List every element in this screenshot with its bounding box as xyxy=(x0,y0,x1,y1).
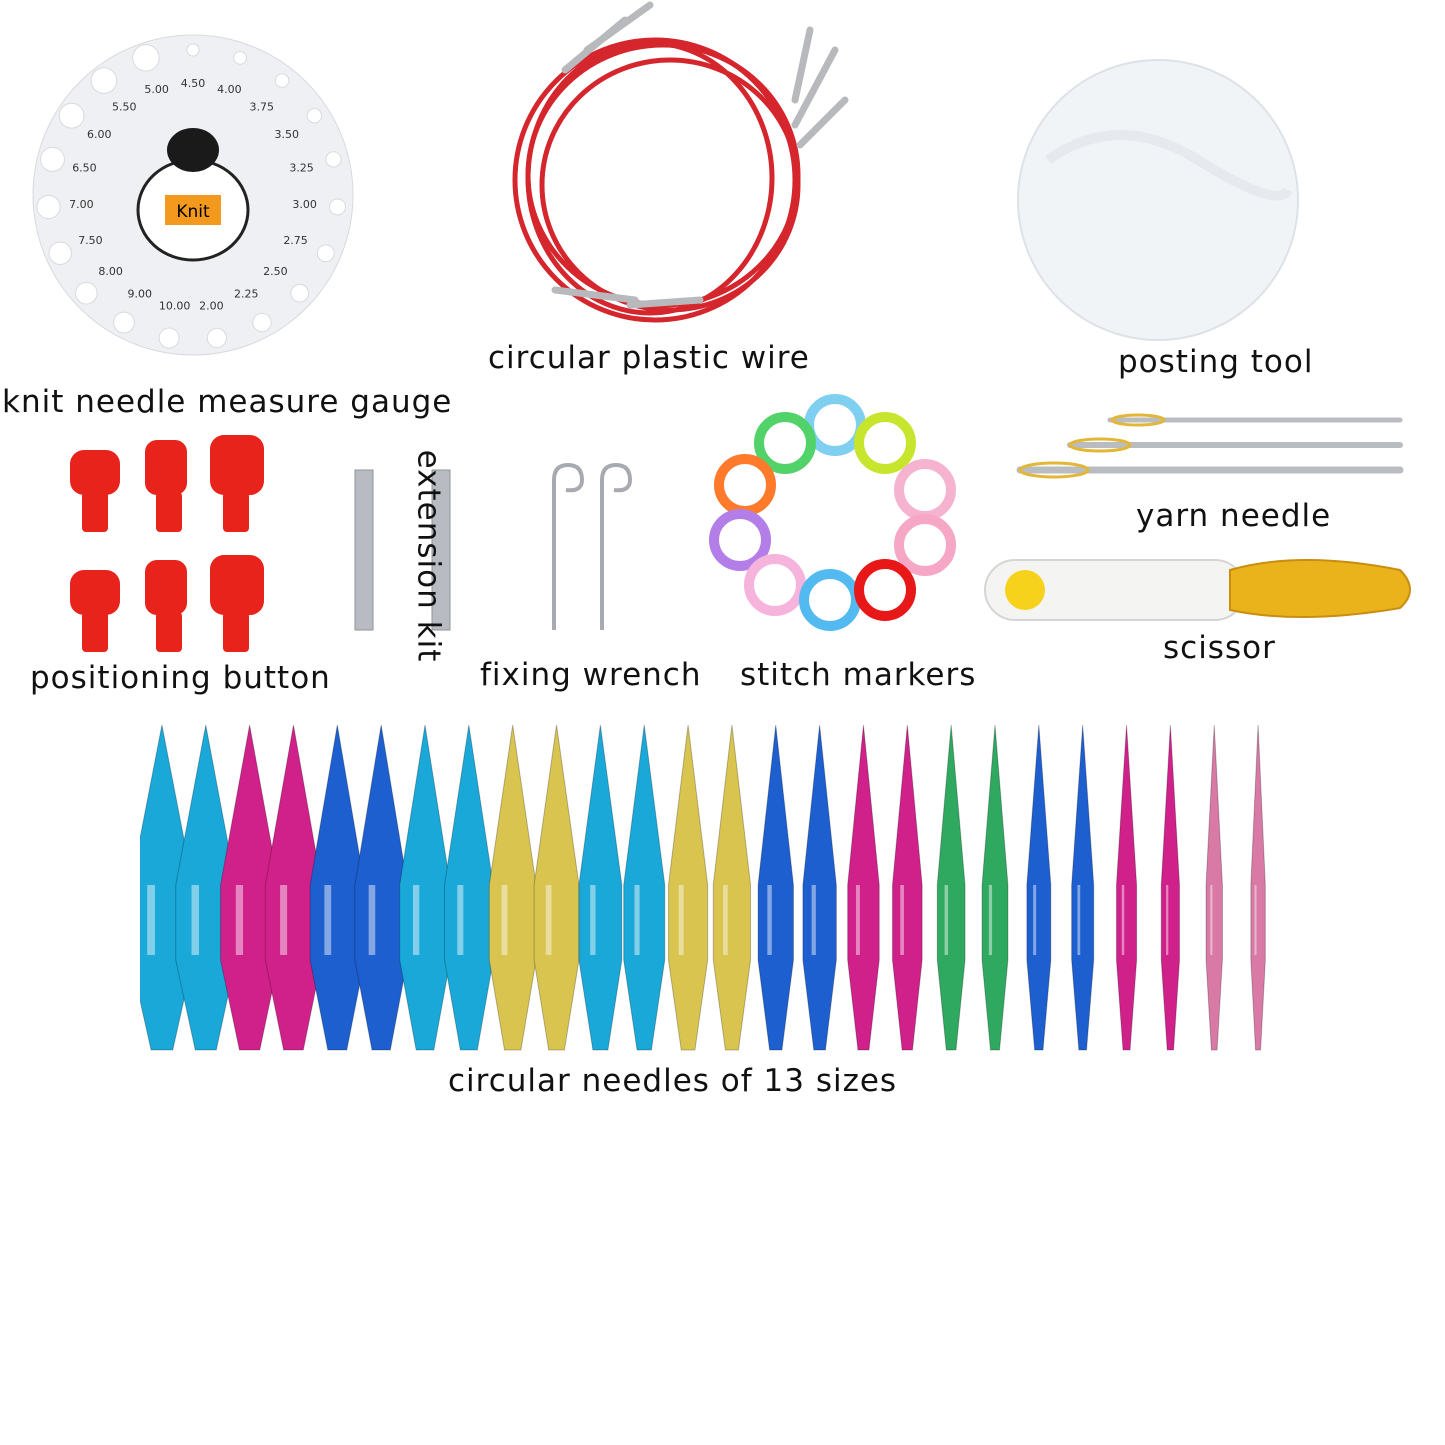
gauge-size-label: 7.00 xyxy=(69,198,94,211)
extension-kit-image xyxy=(350,465,460,635)
gauge-hole xyxy=(329,198,347,216)
gauge-size-label: 2.25 xyxy=(234,288,258,301)
circular-needle xyxy=(623,724,666,1051)
circular-needle xyxy=(936,724,966,1051)
gauge-hole xyxy=(290,283,309,303)
gauge-hole xyxy=(206,327,227,349)
fixing-wrench-image xyxy=(540,460,650,640)
yarn-label: yarn needle xyxy=(1136,498,1332,534)
needle-gauge: 4.50 4.00 3.75 3.50 3.25 3.00 2.75 2.50 2.25 2.00… xyxy=(8,10,378,380)
circular-needle xyxy=(981,724,1009,1051)
positioning-label: positioning button xyxy=(30,660,331,696)
gauge-size-label: 7.50 xyxy=(78,234,103,247)
gauge-size-label: 3.25 xyxy=(289,162,314,175)
gauge-hole xyxy=(274,73,290,88)
gauge-hole xyxy=(158,327,180,349)
gauge-size-label: 3.50 xyxy=(275,128,300,141)
circular-needle xyxy=(802,724,837,1051)
sheep-head xyxy=(167,128,219,172)
circular-needle xyxy=(1071,724,1095,1051)
gauge-size-label: 3.75 xyxy=(250,101,274,114)
gauge-size-label: 2.50 xyxy=(263,265,288,278)
gauge-size-label: 10.00 xyxy=(159,299,191,312)
stitch-markers-image xyxy=(700,385,970,645)
gauge-size-label: 9.00 xyxy=(127,288,152,301)
gauge-hole xyxy=(113,311,135,334)
gauge-size-label: 6.00 xyxy=(87,128,112,141)
circular-needle xyxy=(443,724,494,1051)
circular-needle xyxy=(1115,724,1138,1051)
circular-needle xyxy=(1026,724,1052,1051)
gauge-label: knit needle measure gauge xyxy=(2,384,453,420)
yarn-needles-image xyxy=(1010,405,1410,495)
gauge-hole xyxy=(75,281,98,305)
gauge-hole xyxy=(252,312,272,333)
positioning-buttons-image xyxy=(60,430,280,660)
circular-needle xyxy=(488,724,537,1051)
gauge-size-label: 8.00 xyxy=(98,265,123,278)
wrench-label: fixing wrench xyxy=(480,657,702,693)
circular-needle xyxy=(578,724,623,1051)
gauge-hole xyxy=(58,102,85,129)
circular-needle xyxy=(1205,724,1223,1051)
circular-needle xyxy=(667,724,709,1051)
gauge-hole xyxy=(39,146,65,172)
knit-badge-text: Knit xyxy=(176,202,210,222)
wire-label: circular plastic wire xyxy=(488,340,810,376)
circular-needle xyxy=(1250,724,1266,1051)
scissor-image xyxy=(980,550,1425,630)
circular-needle xyxy=(399,724,451,1051)
circular-needle xyxy=(1160,724,1181,1051)
circular-needle xyxy=(533,724,580,1051)
gauge-size-label: 6.50 xyxy=(72,162,97,175)
knit-badge xyxy=(165,195,221,225)
gauge-size-label: 2.00 xyxy=(199,299,224,312)
circular-needle xyxy=(891,724,923,1051)
scissor-label: scissor xyxy=(1163,630,1276,666)
needles-label: circular needles of 13 sizes xyxy=(448,1063,898,1099)
gauge-hole xyxy=(132,44,160,72)
gauge-size-label: 5.50 xyxy=(112,101,137,114)
gauge-hole xyxy=(90,67,118,94)
gauge-size-label: 5.00 xyxy=(144,83,169,96)
markers-label: stitch markers xyxy=(740,657,977,693)
circular-wire-image xyxy=(495,0,865,340)
gauge-hole xyxy=(233,50,247,65)
gauge-hole xyxy=(48,241,72,265)
circular-needle xyxy=(757,724,794,1051)
gauge-hole xyxy=(316,244,335,263)
gauge-size-label: 4.00 xyxy=(217,83,242,96)
circular-needle xyxy=(712,724,752,1051)
circular-needles-image xyxy=(140,720,1280,1055)
gauge-hole xyxy=(306,107,323,124)
gauge-size-label: 3.00 xyxy=(292,198,317,211)
circular-needle xyxy=(847,724,880,1051)
gauge-size-label: 4.50 xyxy=(181,77,206,90)
posting-label: posting tool xyxy=(1118,344,1314,380)
gauge-size-label: 2.75 xyxy=(283,234,308,247)
gauge-hole xyxy=(186,43,200,57)
extension-label: extension kit xyxy=(410,449,447,663)
gauge-hole xyxy=(36,194,61,220)
gauge-hole xyxy=(325,151,342,168)
posting-tool-image xyxy=(1008,50,1308,350)
